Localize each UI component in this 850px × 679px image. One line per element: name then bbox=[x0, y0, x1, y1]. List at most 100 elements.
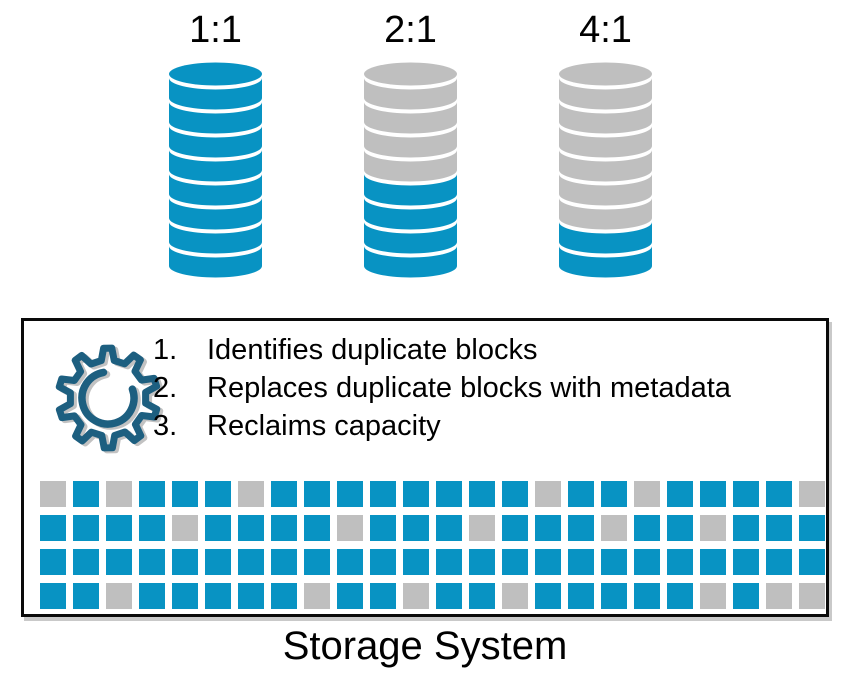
blue-used-block bbox=[733, 549, 759, 575]
blue-used-block bbox=[766, 481, 792, 507]
blue-used-block bbox=[568, 481, 594, 507]
blue-used-block bbox=[73, 481, 99, 507]
blue-used-block bbox=[337, 583, 363, 609]
gray-freed-block bbox=[634, 481, 660, 507]
ratio-group-4to1: 4:1 bbox=[558, 0, 653, 292]
blue-used-block bbox=[700, 481, 726, 507]
blue-used-block bbox=[40, 549, 66, 575]
blue-used-block bbox=[370, 481, 396, 507]
blue-used-block bbox=[436, 549, 462, 575]
blue-used-block bbox=[601, 481, 627, 507]
blue-used-block bbox=[799, 549, 825, 575]
blue-used-block bbox=[172, 481, 198, 507]
step-number: 1. bbox=[153, 334, 178, 366]
blue-used-block bbox=[568, 549, 594, 575]
blue-used-block bbox=[469, 583, 495, 609]
blue-used-block bbox=[535, 549, 561, 575]
blue-used-block bbox=[238, 549, 264, 575]
gray-freed-block bbox=[535, 481, 561, 507]
ratio-label-4to1: 4:1 bbox=[579, 9, 632, 51]
gray-freed-block bbox=[766, 583, 792, 609]
blue-used-block bbox=[502, 515, 528, 541]
blue-used-block bbox=[205, 515, 231, 541]
gray-freed-block bbox=[502, 583, 528, 609]
blue-used-block bbox=[238, 515, 264, 541]
blue-used-block bbox=[436, 583, 462, 609]
dedup-steps-list: 1.Identifies duplicate blocks 2.Replaces… bbox=[153, 331, 731, 445]
blue-used-block bbox=[139, 515, 165, 541]
blue-used-block bbox=[106, 515, 132, 541]
blue-used-block bbox=[403, 515, 429, 541]
blue-used-block bbox=[205, 549, 231, 575]
blue-used-block bbox=[535, 515, 561, 541]
blue-used-block bbox=[40, 515, 66, 541]
blue-used-block bbox=[436, 481, 462, 507]
blue-used-block bbox=[403, 481, 429, 507]
blue-used-block bbox=[139, 583, 165, 609]
blue-used-block bbox=[469, 481, 495, 507]
blue-used-block bbox=[469, 549, 495, 575]
blue-used-block bbox=[238, 583, 264, 609]
ratio-group-2to1: 2:1 bbox=[363, 0, 458, 292]
blue-used-block bbox=[535, 583, 561, 609]
dedup-step-2: 2. Replaces duplicate blocks with metadat… bbox=[153, 369, 731, 407]
blue-used-block bbox=[205, 583, 231, 609]
blue-used-block bbox=[304, 515, 330, 541]
blue-used-block bbox=[370, 515, 396, 541]
blue-used-block bbox=[370, 549, 396, 575]
disk-stack-icon-1to1 bbox=[169, 62, 262, 278]
blue-used-block bbox=[634, 583, 660, 609]
blue-used-block bbox=[106, 549, 132, 575]
blue-used-block bbox=[799, 515, 825, 541]
dedup-process-box: 1.Identifies duplicate blocks 2.Replaces… bbox=[21, 318, 829, 617]
gray-freed-block bbox=[40, 481, 66, 507]
blue-used-block bbox=[172, 583, 198, 609]
step-number: 3. bbox=[153, 410, 178, 442]
gray-freed-block bbox=[469, 515, 495, 541]
ratio-label-1to1: 1:1 bbox=[189, 9, 242, 51]
gray-freed-block bbox=[700, 515, 726, 541]
ratio-group-1to1: 1:1 bbox=[168, 0, 263, 292]
blue-used-block bbox=[73, 515, 99, 541]
storage-system-label: Storage System bbox=[282, 624, 568, 668]
blue-used-block bbox=[667, 515, 693, 541]
blue-used-block bbox=[73, 583, 99, 609]
gray-freed-block bbox=[403, 583, 429, 609]
blue-used-block bbox=[271, 549, 297, 575]
block-grid bbox=[40, 481, 825, 609]
blue-used-block bbox=[139, 481, 165, 507]
blue-used-block bbox=[403, 549, 429, 575]
blue-used-block bbox=[337, 481, 363, 507]
step-text: Reclaims capacity bbox=[207, 410, 441, 442]
blue-used-block bbox=[601, 549, 627, 575]
blue-used-block bbox=[634, 549, 660, 575]
blue-used-block bbox=[139, 549, 165, 575]
gray-freed-block bbox=[601, 515, 627, 541]
blue-used-block bbox=[40, 583, 66, 609]
blue-used-block bbox=[205, 481, 231, 507]
gray-freed-block bbox=[106, 583, 132, 609]
disk-stack-icon-2to1 bbox=[364, 62, 457, 278]
blue-used-block bbox=[568, 583, 594, 609]
blue-used-block bbox=[766, 549, 792, 575]
gray-freed-block bbox=[172, 515, 198, 541]
blue-used-block bbox=[304, 481, 330, 507]
blue-used-block bbox=[271, 583, 297, 609]
gear-icon bbox=[53, 341, 165, 453]
blue-used-block bbox=[733, 583, 759, 609]
step-text: Replaces duplicate blocks with metadata bbox=[207, 372, 731, 404]
dedup-step-3: 3. Reclaims capacity bbox=[153, 407, 731, 445]
blue-used-block bbox=[502, 481, 528, 507]
blue-used-block bbox=[337, 549, 363, 575]
step-number: 2. bbox=[153, 372, 178, 404]
blue-used-block bbox=[667, 481, 693, 507]
gray-freed-block bbox=[337, 515, 363, 541]
blue-used-block bbox=[172, 549, 198, 575]
gray-freed-block bbox=[799, 583, 825, 609]
blue-used-block bbox=[271, 515, 297, 541]
gray-freed-block bbox=[304, 583, 330, 609]
blue-used-block bbox=[271, 481, 297, 507]
blue-used-block bbox=[667, 583, 693, 609]
blue-used-block bbox=[304, 549, 330, 575]
blue-used-block bbox=[370, 583, 396, 609]
